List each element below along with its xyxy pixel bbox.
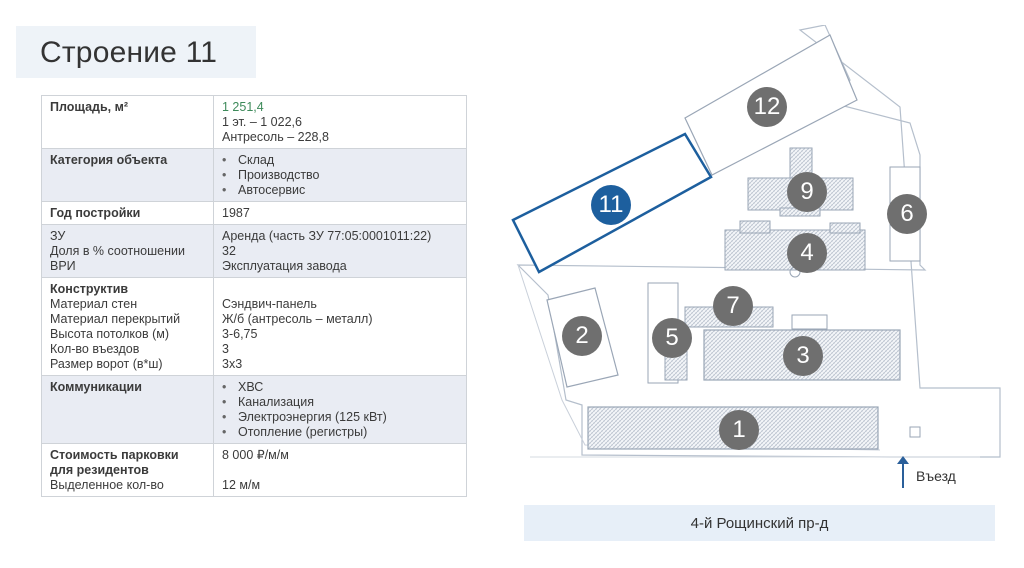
- building-marker-4[interactable]: 4: [787, 233, 827, 273]
- spec-value-item: Эксплуатация завода: [222, 259, 347, 273]
- spec-sublabel: Размер ворот (в*ш): [50, 357, 163, 371]
- entry-label: Въезд: [916, 468, 956, 484]
- street-label: 4-й Рощинский пр-д: [524, 505, 995, 541]
- spec-value-item: 8 000 ₽/м/м: [222, 448, 289, 462]
- building-marker-3[interactable]: 3: [783, 336, 823, 376]
- spec-value-item: 3х3: [222, 357, 243, 371]
- building-marker-7[interactable]: 7: [713, 286, 753, 326]
- spec-value-item: 3-6,75: [222, 327, 258, 341]
- spec-sublabel: Высота потолков (м): [50, 327, 169, 341]
- spec-row: Год постройки 1987: [41, 201, 467, 225]
- title-background: [16, 26, 256, 78]
- spec-value-item: [222, 463, 458, 478]
- spec-value-item: Ж/б (антресоль – металл): [222, 312, 373, 326]
- spec-value-item: 12 м/м: [222, 478, 261, 492]
- spec-value-item: Производство: [222, 168, 458, 183]
- building-marker-9[interactable]: 9: [787, 172, 827, 212]
- spec-label: Категория объекта: [41, 148, 214, 202]
- spec-value-item: Автосервис: [222, 183, 458, 198]
- spec-value-item: Антресоль – 228,8: [222, 130, 329, 144]
- spec-value: 1987: [213, 201, 467, 225]
- spec-value-item: Отопление (регистры): [222, 425, 458, 440]
- spec-value-item: 1 251,4: [222, 100, 264, 114]
- building-marker-12[interactable]: 12: [747, 87, 787, 127]
- page-title: Строение 11: [40, 36, 218, 69]
- spec-value-item: 1987: [222, 206, 250, 220]
- spec-value-item: Сэндвич-панель: [222, 297, 317, 311]
- spec-row: ЗУ Доля в % соотношении ВРИ Аренда (часть…: [41, 224, 467, 278]
- building-marker-6[interactable]: 6: [887, 194, 927, 234]
- spec-sublabel: Материал стен: [50, 297, 138, 311]
- spec-label-text: Стоимость парковки для резидентов: [50, 448, 179, 477]
- spec-row: Категория объекта СкладПроизводствоАвтосе…: [41, 148, 467, 202]
- building-marker-11[interactable]: 11: [591, 185, 631, 225]
- spec-sublabel: Выделенное кол-во: [50, 478, 164, 492]
- spec-row: Коммуникации ХВСКанализацияЭлектроэнергия…: [41, 375, 467, 444]
- spec-value-item: Электроэнергия (125 кВт): [222, 410, 458, 425]
- entry-arrow-icon: [897, 456, 909, 488]
- spec-label: Площадь, м²: [41, 95, 214, 149]
- spec-value: СкладПроизводствоАвтосервис: [213, 148, 467, 202]
- spec-value-item: Склад: [222, 153, 458, 168]
- spec-value-item: Аренда (часть ЗУ 77:05:0001011:22): [222, 229, 432, 243]
- spec-label-text: Год постройки: [50, 206, 141, 220]
- spec-sublabel: Материал перекрытий: [50, 312, 181, 326]
- spec-value-item: 3: [222, 342, 229, 356]
- spec-value-item: ХВС: [222, 380, 458, 395]
- spec-label: Год постройки: [41, 201, 214, 225]
- spec-label-text: Коммуникации: [50, 380, 142, 394]
- spec-label-text: ЗУ Доля в % соотношении ВРИ: [50, 229, 185, 273]
- site-boundary: [516, 25, 1001, 458]
- spec-value: ХВСКанализацияЭлектроэнергия (125 кВт)От…: [213, 375, 467, 444]
- spec-label: Коммуникации: [41, 375, 214, 444]
- spec-value-item: 32: [222, 244, 236, 258]
- building-marker-1[interactable]: 1: [719, 410, 759, 450]
- spec-value-item: [222, 282, 458, 297]
- spec-label-text: Категория объекта: [50, 153, 168, 167]
- building-marker-5[interactable]: 5: [652, 318, 692, 358]
- spec-label-text: Конструктив: [50, 282, 129, 296]
- spec-label-text: Площадь, м²: [50, 100, 129, 114]
- spec-label: ЗУ Доля в % соотношении ВРИ: [41, 224, 214, 278]
- building-marker-2[interactable]: 2: [562, 316, 602, 356]
- spec-value: 8 000 ₽/м/м 12 м/м: [213, 443, 467, 497]
- spec-value-item: 1 эт. – 1 022,6: [222, 115, 302, 129]
- spec-value-item: Канализация: [222, 395, 458, 410]
- spec-sublabel: Кол-во въездов: [50, 342, 140, 356]
